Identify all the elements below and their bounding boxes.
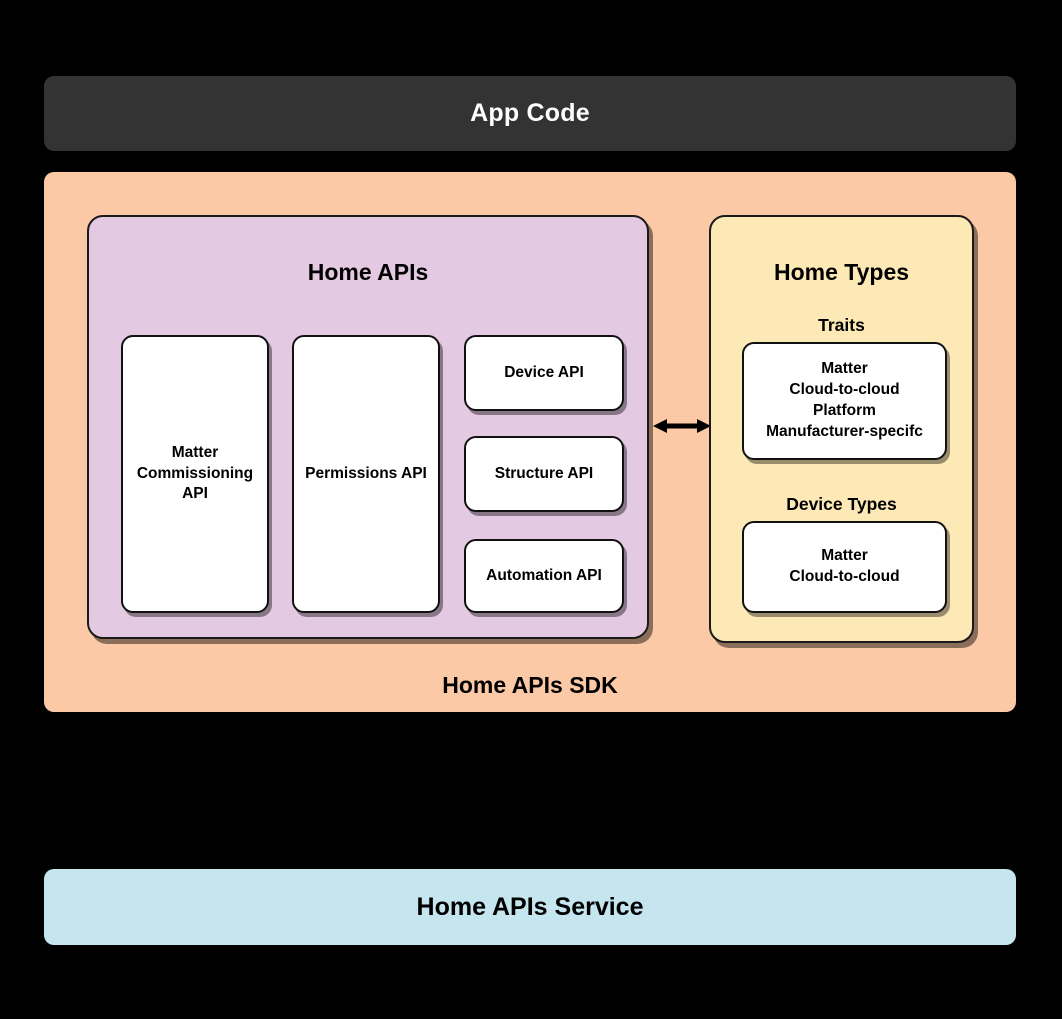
home-apis-sdk-label: Home APIs SDK (442, 672, 618, 698)
device-types-heading: Device Types (786, 494, 897, 514)
api-box-label: Automation API (486, 566, 602, 584)
api-box-permissions: Permissions API (292, 335, 440, 613)
api-box-device: Device API (464, 335, 624, 411)
traits-heading: Traits (818, 315, 865, 335)
api-box-label: Structure API (494, 464, 594, 482)
api-box-automation: Automation API (464, 539, 624, 613)
api-box-structure: Structure API (464, 436, 624, 512)
api-box-label: Device API (504, 363, 584, 381)
double-arrow-icon (653, 415, 711, 437)
home-apis-service-block: Home APIs Service (44, 869, 1016, 945)
home-apis-service-label: Home APIs Service (416, 892, 644, 921)
api-box-label: Permissions API (305, 464, 427, 482)
app-code-block: App Code (44, 76, 1016, 151)
home-types-title: Home Types (773, 259, 910, 285)
app-code-label: App Code (470, 99, 590, 127)
home-apis-title: Home APIs (307, 259, 429, 285)
